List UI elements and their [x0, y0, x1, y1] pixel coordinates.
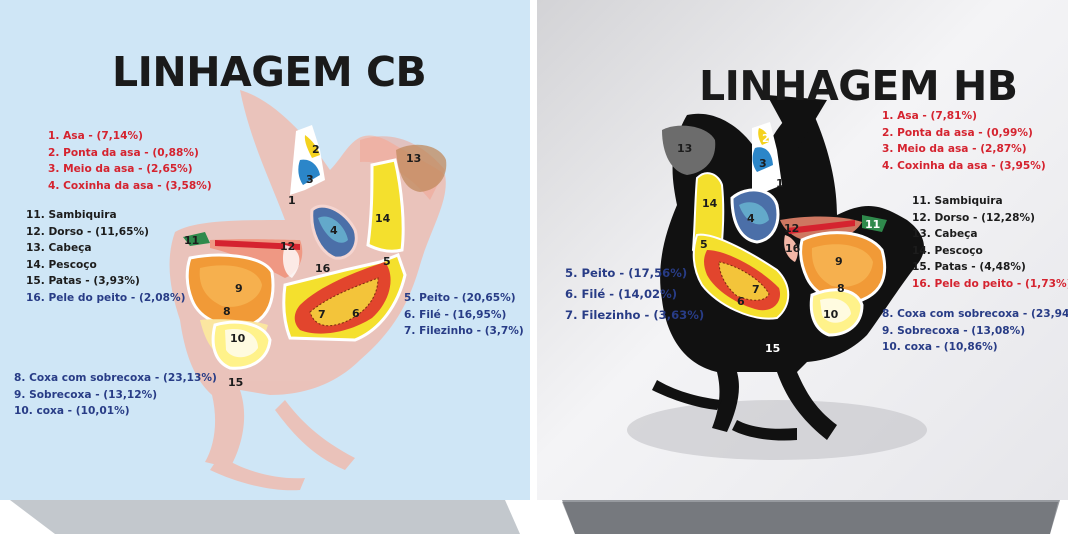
- leg-legend-hb: 8. Coxa com sobrecoxa - (23,94%) 9. Sobr…: [882, 306, 1068, 356]
- part-number-2: 2: [312, 143, 320, 156]
- leg-legend-cb: 8. Coxa com sobrecoxa - (23,13%) 9. Sobr…: [14, 370, 217, 420]
- panel-linhagem-hb: 1 2 3 4 5 6 7 8 9 10 11 12 13 14 15 16 L…: [537, 0, 1068, 500]
- legend-item: 9. Sobrecoxa - (13,12%): [14, 387, 217, 404]
- part-number-4: 4: [747, 212, 755, 225]
- part-number-8: 8: [223, 305, 231, 318]
- part-14-neck: [368, 160, 403, 251]
- part-number-14: 14: [375, 212, 391, 225]
- legend-item: 13. Cabeça: [912, 226, 1068, 243]
- misc-legend-hb: 11. Sambiquira 12. Dorso - (12,28%) 13. …: [912, 193, 1068, 292]
- part-number-13: 13: [406, 152, 421, 165]
- part-number-14: 14: [702, 197, 718, 210]
- legend-item: 12. Dorso - (12,28%): [912, 210, 1068, 227]
- part-number-6: 6: [352, 307, 360, 320]
- part-number-7: 7: [752, 283, 760, 296]
- part-number-9: 9: [835, 255, 843, 268]
- legend-item: 6. Filé - (14,02%): [565, 284, 704, 305]
- legend-item: 8. Coxa com sobrecoxa - (23,13%): [14, 370, 217, 387]
- legend-item: 7. Filezinho - (3,63%): [565, 305, 704, 326]
- wing-legend-hb: 1. Asa - (7,81%) 2. Ponta da asa - (0,99…: [882, 108, 1046, 174]
- part-number-3: 3: [306, 173, 314, 186]
- legend-item: 16. Pele do peito - (1,73%): [912, 276, 1068, 293]
- legend-item: 10. coxa - (10,86%): [882, 339, 1068, 356]
- panel-linhagem-cb: 1 2 3 4 5 6 7 8 9 10 11 12 13 14 15 16 L…: [0, 0, 530, 500]
- legend-item: 3. Meio da asa - (2,65%): [48, 161, 212, 178]
- part-number-1: 1: [288, 194, 296, 207]
- part-number-8: 8: [837, 282, 845, 295]
- part-number-2: 2: [762, 132, 770, 145]
- part-number-12: 12: [784, 222, 799, 235]
- legend-item: 14. Pescoço: [26, 257, 185, 274]
- part-number-15: 15: [228, 376, 243, 389]
- part-number-16: 16: [315, 262, 331, 275]
- part-number-15: 15: [765, 342, 780, 355]
- title-cb: LINHAGEM CB: [112, 48, 426, 96]
- part-number-10: 10: [823, 308, 839, 321]
- legend-item: 14. Pescoço: [912, 243, 1068, 260]
- legend-item: 15. Patas - (3,93%): [26, 273, 185, 290]
- part-number-10: 10: [230, 332, 246, 345]
- legend-item: 7. Filezinho - (3,7%): [404, 323, 524, 340]
- legend-item: 2. Ponta da asa - (0,99%): [882, 125, 1046, 142]
- legend-item: 16. Pele do peito - (2,08%): [26, 290, 185, 307]
- part-number-4: 4: [330, 224, 338, 237]
- part-number-13: 13: [677, 142, 692, 155]
- legend-item: 9. Sobrecoxa - (13,08%): [882, 323, 1068, 340]
- legend-item: 15. Patas - (4,48%): [912, 259, 1068, 276]
- legend-item: 5. Peito - (17,56%): [565, 263, 704, 284]
- part-number-5: 5: [700, 238, 708, 251]
- part-number-1: 1: [776, 177, 784, 190]
- part-number-3: 3: [759, 157, 767, 170]
- part-number-16: 16: [785, 242, 801, 255]
- legend-item: 1. Asa - (7,14%): [48, 128, 212, 145]
- title-hb: LINHAGEM HB: [699, 62, 1018, 110]
- part-number-5: 5: [383, 255, 391, 268]
- legend-item: 4. Coxinha da asa - (3,95%): [882, 158, 1046, 175]
- legend-item: 5. Peito - (20,65%): [404, 290, 524, 307]
- legend-item: 13. Cabeça: [26, 240, 185, 257]
- legend-item: 10. coxa - (10,01%): [14, 403, 217, 420]
- wing-legend-cb: 1. Asa - (7,14%) 2. Ponta da asa - (0,88…: [48, 128, 212, 194]
- part-number-11: 11: [184, 234, 199, 247]
- legend-item: 11. Sambiquira: [26, 207, 185, 224]
- breast-legend-cb: 5. Peito - (20,65%) 6. Filé - (16,95%) 7…: [404, 290, 524, 340]
- legend-item: 8. Coxa com sobrecoxa - (23,94%): [882, 306, 1068, 323]
- legend-item: 4. Coxinha da asa - (3,58%): [48, 178, 212, 195]
- legend-item: 2. Ponta da asa - (0,88%): [48, 145, 212, 162]
- legend-item: 12. Dorso - (11,65%): [26, 224, 185, 241]
- part-number-11: 11: [865, 218, 880, 231]
- legend-item: 1. Asa - (7,81%): [882, 108, 1046, 125]
- part-number-12: 12: [280, 240, 295, 253]
- legend-item: 6. Filé - (16,95%): [404, 307, 524, 324]
- part-number-9: 9: [235, 282, 243, 295]
- breast-legend-hb: 5. Peito - (17,56%) 6. Filé - (14,02%) 7…: [565, 263, 704, 326]
- part-number-6: 6: [737, 295, 745, 308]
- legend-item: 3. Meio da asa - (2,87%): [882, 141, 1046, 158]
- part-number-7: 7: [318, 308, 326, 321]
- misc-legend-cb: 11. Sambiquira 12. Dorso - (11,65%) 13. …: [26, 207, 185, 306]
- legend-item: 11. Sambiquira: [912, 193, 1068, 210]
